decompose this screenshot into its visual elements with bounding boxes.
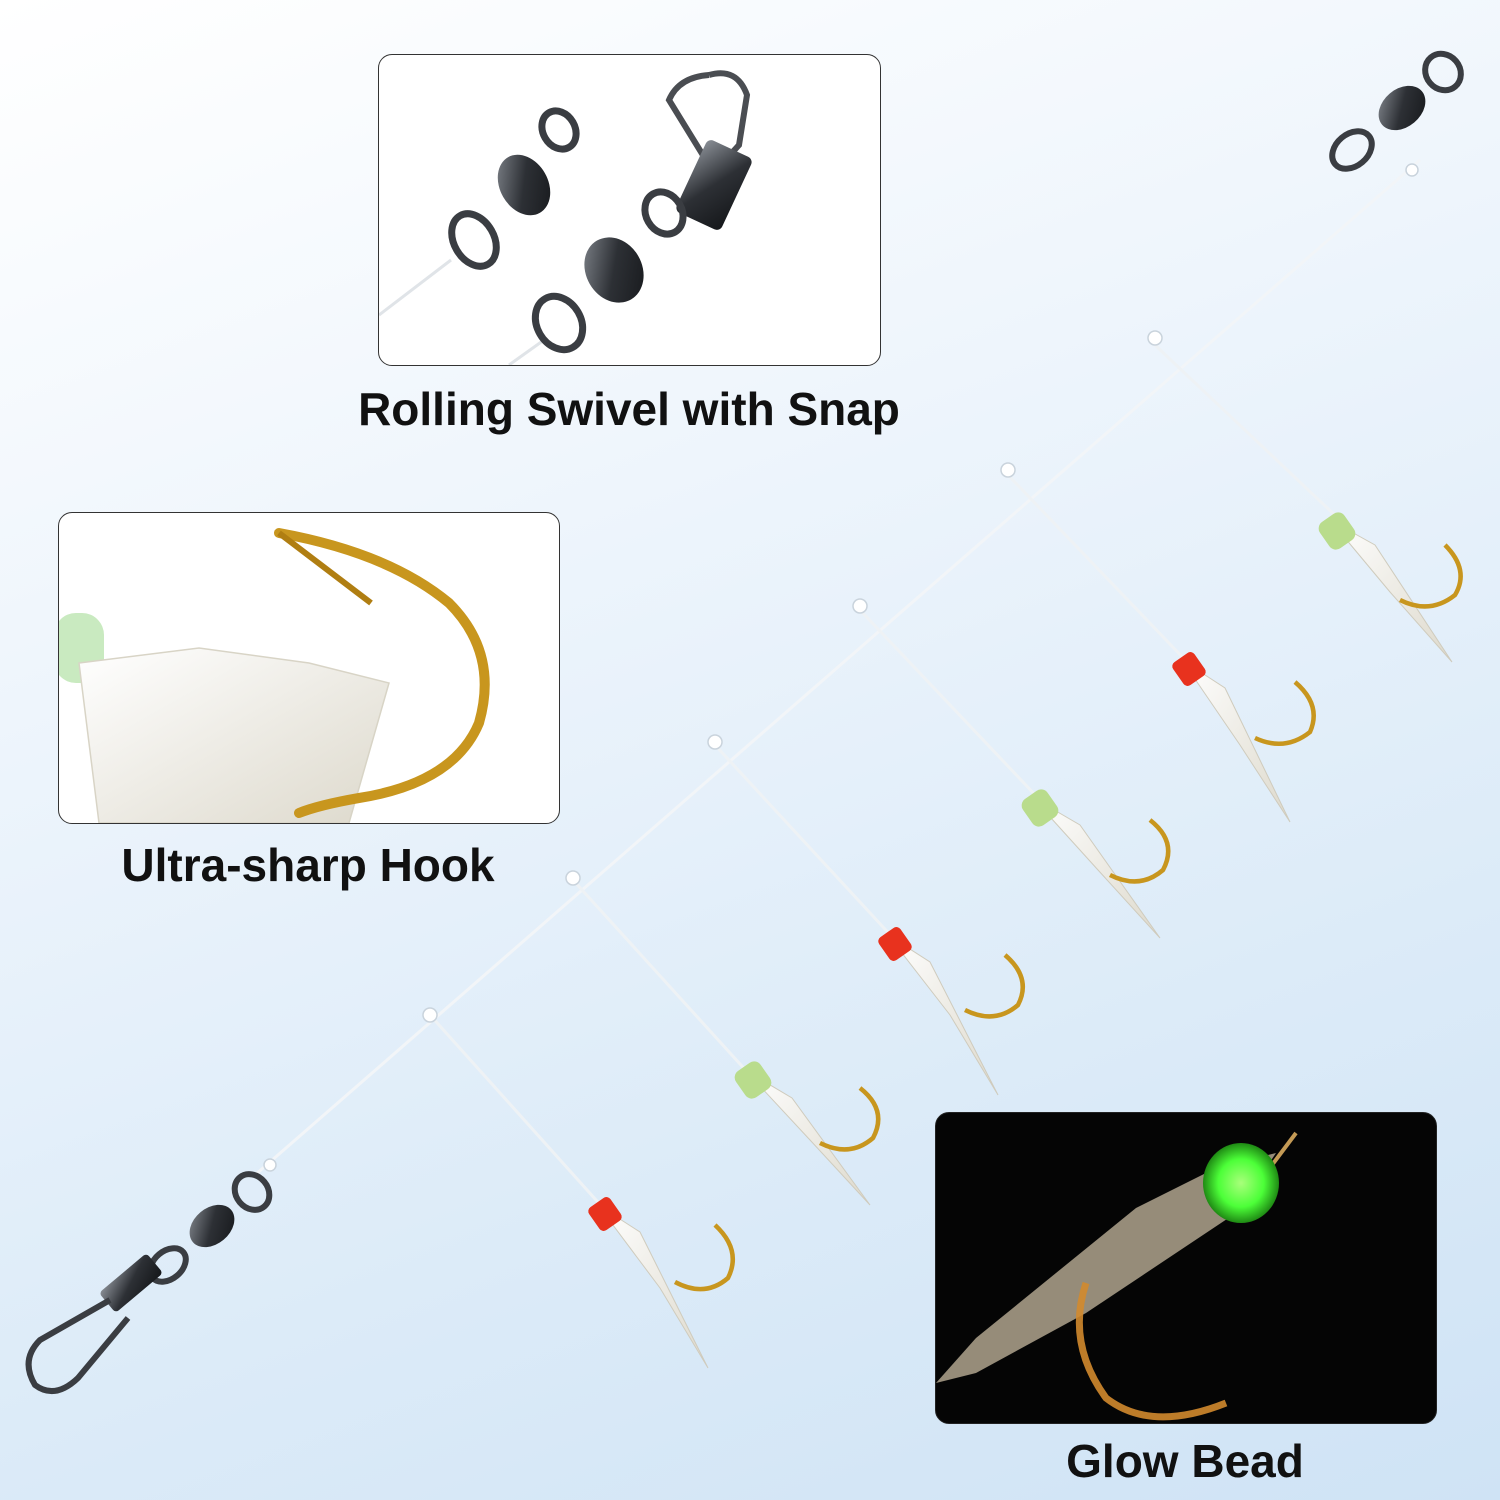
lure-3: [1021, 789, 1171, 939]
hook-caption: Ultra-sharp Hook: [121, 839, 495, 891]
rolling-swivel-icon: [379, 107, 580, 317]
hook-detail-panel: [58, 512, 560, 824]
main-line: [254, 158, 1421, 1177]
top-rolling-swivel-icon: [1329, 50, 1464, 172]
line-knots: [263, 163, 1419, 1172]
lure-skin: [78, 647, 390, 823]
bead-caption: Glow Bead: [1066, 1435, 1304, 1487]
glow-bead-panel: [935, 1112, 1437, 1424]
hook-icon: [274, 528, 490, 818]
branch-lines: [428, 343, 1342, 1212]
swivel-detail-panel: [378, 54, 881, 366]
glowing-hook-icon: [1075, 1281, 1228, 1421]
snap-icon: [508, 70, 752, 365]
lure-6: [588, 1197, 735, 1369]
bottom-swivel-snap-icon: [25, 1171, 273, 1395]
glowing-lure-skin: [936, 1153, 1276, 1383]
lure-2: [1172, 652, 1316, 823]
glow-bead-icon: [1203, 1143, 1279, 1223]
swivel-caption: Rolling Swivel with Snap: [358, 383, 900, 435]
lure-1: [1318, 512, 1463, 663]
lure-4: [878, 927, 1025, 1096]
lure-5: [734, 1061, 881, 1206]
